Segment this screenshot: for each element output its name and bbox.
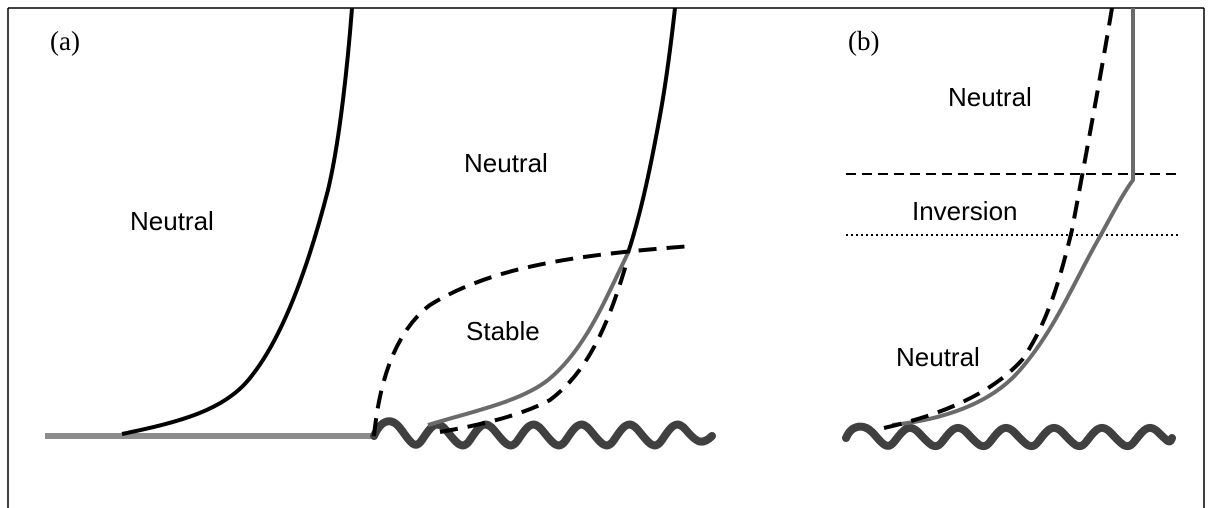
panel-b-label: (b) [848, 26, 879, 56]
profile-gray-b [891, 8, 1135, 427]
label-neutral-land: Neutral [130, 206, 214, 236]
water-surface-wave-b [842, 422, 1176, 451]
profile-land-neutral [121, 7, 354, 436]
label-neutral-water: Neutral [464, 148, 548, 178]
profile-dashed-b [883, 7, 1114, 430]
label-stable: Stable [466, 316, 540, 346]
label-neutral-lower: Neutral [896, 342, 980, 372]
label-inversion: Inversion [912, 196, 1018, 226]
stable-layer-boundary-dashed [372, 244, 693, 437]
profile-stable-dashed [439, 257, 630, 434]
profile-water-stable-gray [427, 252, 630, 427]
profile-water-neutral [626, 7, 677, 254]
water-surface-wave [370, 417, 716, 450]
panel-a-label: (a) [50, 26, 80, 56]
panel-a: (a) Neutral Neutral Stable [45, 7, 716, 450]
figure-frame [7, 7, 1205, 508]
label-neutral-upper: Neutral [948, 82, 1032, 112]
panel-b: (b) Neutral Inversion Neutral [842, 7, 1180, 451]
